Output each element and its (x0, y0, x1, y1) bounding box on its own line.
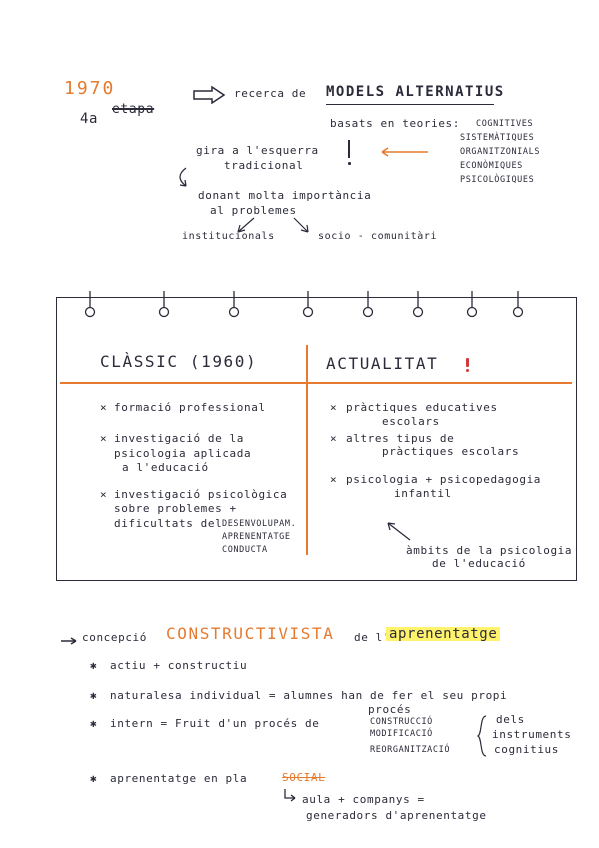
constructivism-term-1: CONSTRUCCIÓ (370, 717, 433, 727)
importance-line-2: al problemes (210, 204, 297, 217)
classic-item-3-term-3: CONDUCTA (222, 545, 268, 555)
constructivism-item-2-a: naturalesa individual = alumnes han de f… (110, 689, 508, 702)
current-item-3-line-1: psicologia + psicopedagogia (346, 473, 542, 486)
notebook-card (56, 297, 577, 581)
turn-line-2: tradicional (224, 159, 304, 172)
turn-line-1: gira a l'esquerra (196, 144, 319, 157)
asterisk-icon: ✱ (90, 772, 98, 785)
diagonal-arrow-icon (387, 522, 411, 541)
concept-of: de l' (354, 631, 391, 644)
card-divider-vertical (306, 345, 308, 555)
note-line-1: àmbits de la psicologia (406, 544, 573, 557)
constructivism-right-1: dels (496, 713, 525, 726)
branch-arrows-icon (237, 217, 309, 233)
classic-item-2-line-2: psicologia aplicada (114, 447, 252, 460)
constructivism-right-2: instruments (492, 728, 572, 741)
current-item-3-line-2: infantil (394, 487, 452, 500)
exclamation-red-dot (466, 369, 469, 372)
card-divider-horizontal (60, 382, 572, 384)
year: 1970 (64, 78, 116, 99)
classic-item-3-term-2: APRENENTATGE (222, 532, 291, 542)
bullet-x: × (330, 432, 338, 445)
concept-title: CONSTRUCTIVISTA (166, 624, 335, 643)
classic-item-1: formació professional (114, 401, 266, 414)
current-item-1-line-2: escolars (382, 415, 440, 428)
theory-3: ORGANITZONIALS (460, 147, 541, 157)
exclamation-bar (348, 140, 350, 158)
curved-arrow-icon (179, 167, 187, 187)
classic-item-3-line-1: investigació psicològica (114, 488, 288, 501)
arrow-left-orange-icon (381, 147, 428, 157)
stage-word: etapa (112, 102, 155, 117)
branch-right: socio - comunitàri (318, 231, 438, 242)
bullet-x: × (330, 473, 338, 486)
ring-4-icon (302, 291, 314, 318)
arrow-right-icon (193, 86, 226, 104)
classic-item-2-line-1: investigació de la (114, 432, 245, 445)
note-line-2: de l'educació (432, 557, 526, 570)
concept-highlight: aprenentatge (386, 627, 501, 641)
theory-1: COGNITIVES (476, 119, 534, 129)
constructivism-right-3: cognitius (494, 743, 560, 756)
constructivism-term-2: MODIFICACIÓ (370, 729, 433, 739)
bullet-x: × (100, 488, 108, 501)
current-item-2-line-1: altres tipus de (346, 432, 455, 445)
bullet-x: × (100, 401, 108, 414)
bullet-x: × (100, 432, 108, 445)
bullet-x: × (330, 401, 338, 414)
classic-title: CLÀSSIC (1960) (100, 352, 258, 371)
brace-icon (476, 715, 487, 757)
ring-7-icon (466, 291, 478, 318)
classic-item-3-line-2: sobre problemes + (114, 502, 237, 515)
ring-6-icon (412, 291, 424, 318)
theory-2: SISTEMÀTIQUES (460, 133, 535, 143)
constructivism-item-4-a: aprenentatge en pla (110, 772, 248, 785)
asterisk-icon: ✱ (90, 689, 98, 702)
ring-3-icon (228, 291, 240, 318)
title-underline (326, 104, 494, 106)
ring-1-icon (84, 291, 96, 318)
importance-line-1: donant molta importància (198, 189, 372, 202)
ring-2-icon (158, 291, 170, 318)
constructivism-item-4-b: aula + companys = (302, 793, 425, 806)
classic-item-3-term-1: DESENVOLUPAM. (222, 519, 297, 529)
exclamation-dot (348, 162, 351, 165)
arrow-right-small-icon (61, 637, 77, 645)
search-prefix: recerca de (234, 87, 307, 100)
constructivism-social: SOCIAL (282, 771, 326, 784)
stage-number: 4a (80, 111, 99, 127)
theory-4: ECONÒMIQUES (460, 161, 523, 171)
branch-left: institucionals (182, 231, 275, 242)
constructivism-item-4-c: generadors d'aprenentatge (306, 809, 487, 822)
current-title: ACTUALITAT (326, 354, 439, 373)
constructivism-item-1: actiu + constructiu (110, 659, 248, 672)
exclamation-red-icon (466, 358, 469, 367)
theory-5: PSICOLÒGIQUES (460, 175, 535, 185)
classic-item-2-line-3: a l'educació (122, 461, 209, 474)
ring-5-icon (362, 291, 374, 318)
ring-8-icon (512, 291, 524, 318)
asterisk-icon: ✱ (90, 717, 98, 730)
current-item-2-line-2: pràctiques escolars (382, 445, 520, 458)
search-title: MODELS ALTERNATIUS (326, 84, 505, 100)
based-on-label: basats en teories: (330, 117, 461, 130)
concept-prefix: concepció (82, 631, 148, 644)
asterisk-icon: ✱ (90, 659, 98, 672)
constructivism-item-3-a: intern = Fruit d'un procés de (110, 717, 320, 730)
constructivism-item-2-b: procés (368, 703, 412, 716)
classic-item-3-line-3: dificultats del (114, 517, 223, 530)
current-item-1-line-1: pràctiques educatives (346, 401, 498, 414)
constructivism-term-3: REORGANITZACIÓ (370, 745, 451, 755)
turn-arrow-icon (284, 789, 296, 802)
